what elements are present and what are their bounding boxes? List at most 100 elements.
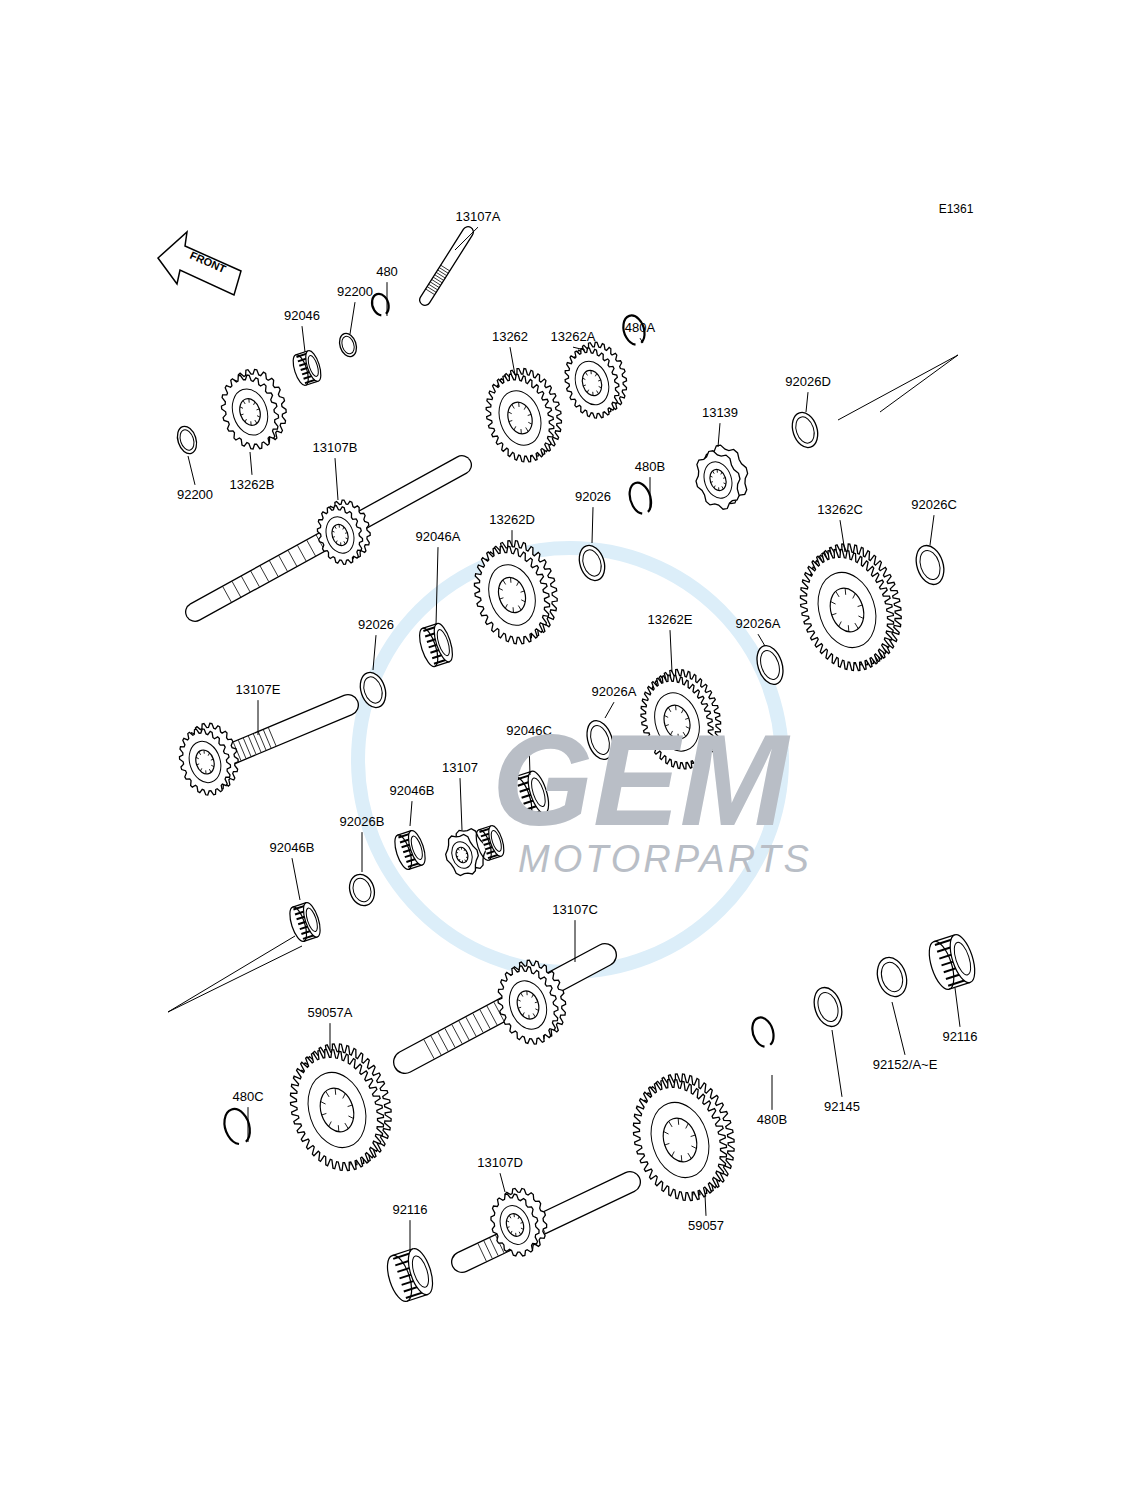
spline	[520, 1222, 522, 1224]
spline	[858, 615, 863, 620]
spline	[535, 1008, 538, 1011]
figure-code: E1361	[939, 203, 974, 216]
spline	[457, 856, 459, 858]
gear-bore	[504, 1211, 527, 1238]
shaft-spline	[297, 545, 306, 561]
part-outline	[404, 1246, 438, 1298]
callout-number: 92046	[284, 309, 320, 323]
callout-number: 92026B	[340, 815, 385, 829]
callout-number: 92116	[942, 1030, 977, 1044]
leader-line	[455, 227, 478, 250]
gear	[555, 335, 636, 425]
gear-bore	[315, 1084, 359, 1136]
part-outline	[951, 940, 974, 976]
spline	[344, 541, 346, 544]
washer	[809, 984, 846, 1030]
gear-web	[809, 565, 885, 655]
spline	[346, 537, 348, 539]
spline	[513, 1214, 515, 1217]
leader-line	[592, 507, 593, 543]
spline	[716, 469, 718, 472]
spline	[196, 757, 199, 760]
spline	[459, 859, 461, 861]
gear-face	[483, 1187, 547, 1262]
leader-line	[410, 801, 412, 826]
spline	[670, 1152, 675, 1157]
washer	[752, 642, 787, 687]
gear-bore	[514, 988, 543, 1022]
spline	[713, 486, 715, 488]
callout-number: 13262B	[230, 478, 275, 492]
leader-line	[248, 1107, 249, 1142]
spline	[858, 605, 863, 607]
spline	[599, 386, 602, 389]
leader-line	[930, 515, 934, 545]
pivot-shaft	[425, 232, 468, 300]
callout-number: 59057	[688, 1219, 724, 1233]
part-outline	[757, 648, 783, 682]
gear-bore	[825, 584, 869, 636]
axis-line	[168, 946, 302, 1012]
callout-number: 13107A	[456, 210, 501, 224]
gear-face	[785, 537, 908, 682]
washer	[337, 331, 360, 359]
spline	[203, 750, 205, 754]
leader-line	[705, 1195, 706, 1216]
spline	[509, 1215, 511, 1218]
callout-number: 13107B	[313, 441, 358, 455]
part-outline	[873, 954, 912, 1001]
spline	[521, 993, 523, 997]
spline	[503, 580, 506, 585]
spline	[200, 768, 203, 771]
spline	[248, 399, 250, 403]
spline	[500, 598, 504, 599]
spline	[466, 853, 468, 855]
spline	[504, 604, 508, 608]
spline	[512, 607, 515, 612]
part-outline	[346, 871, 379, 909]
part-outline	[290, 353, 311, 387]
circlip	[749, 1015, 777, 1049]
leader-line	[436, 547, 438, 625]
spline	[597, 390, 599, 394]
spline	[462, 860, 463, 862]
shaft-spline	[435, 275, 444, 281]
gear-bore	[193, 748, 217, 777]
spline	[508, 411, 512, 415]
shaft-spline	[268, 728, 276, 746]
spline	[711, 481, 713, 483]
part-outline	[911, 542, 948, 588]
shaft	[405, 955, 605, 1062]
spline	[521, 1227, 524, 1230]
spline	[241, 414, 244, 416]
spline	[205, 770, 207, 774]
shaft-spline	[260, 566, 269, 582]
callout-number: 480	[376, 265, 398, 279]
gear-face	[310, 500, 370, 570]
spline	[722, 486, 724, 489]
leader-line	[955, 988, 960, 1027]
gear-bore	[579, 368, 605, 398]
gear	[309, 494, 378, 570]
spline	[852, 594, 857, 599]
spline	[348, 1115, 353, 1120]
needle-bearing	[383, 1246, 438, 1305]
leader-line	[387, 282, 388, 316]
part-outline	[391, 833, 414, 871]
spline	[518, 1007, 521, 1009]
spline	[847, 625, 850, 632]
gear-face	[488, 958, 567, 1052]
gear-face	[212, 367, 288, 456]
gear	[617, 1062, 750, 1213]
callout-number: 59057A	[308, 1006, 353, 1020]
callout-number: 92026	[358, 618, 394, 632]
spline	[466, 857, 468, 859]
needle-bearing	[290, 349, 324, 387]
shaft-spline	[452, 1025, 462, 1044]
shaft	[462, 1182, 630, 1262]
needle-bearing	[286, 901, 323, 944]
spline	[521, 591, 525, 592]
gear-bore	[329, 522, 350, 547]
shaft-spline	[307, 540, 316, 556]
shaft-spline	[232, 581, 241, 597]
